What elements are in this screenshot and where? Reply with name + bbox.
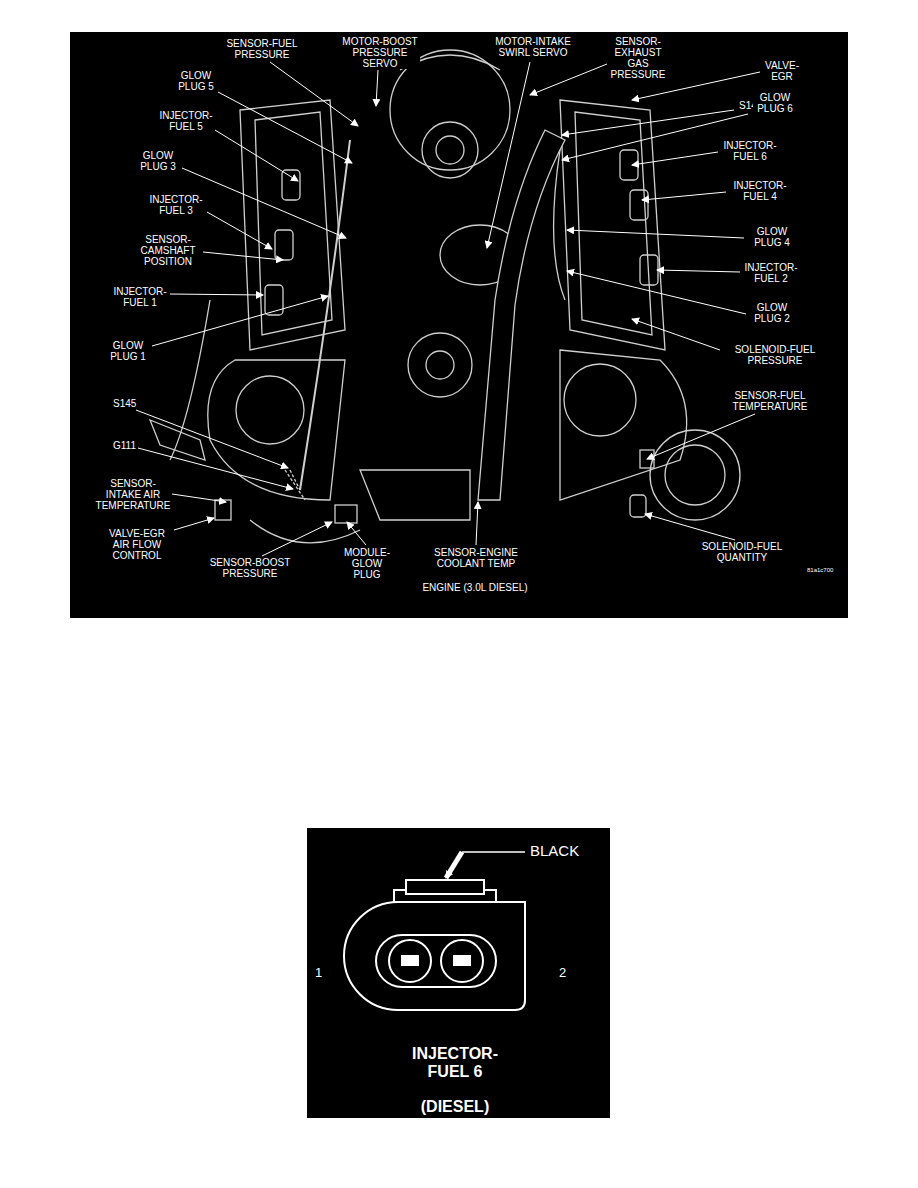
part-label: MOTOR-BOOST PRESSURE SERVO bbox=[340, 36, 420, 69]
part-label: SENSOR- CAMSHAFT POSITION bbox=[133, 234, 203, 267]
part-label: INJECTOR- FUEL 5 bbox=[157, 110, 215, 132]
part-label: INJECTOR- FUEL 3 bbox=[147, 194, 205, 216]
part-label: SENSOR-FUEL TEMPERATURE bbox=[720, 390, 820, 412]
pin-number: 1 bbox=[314, 965, 323, 980]
connector-symbol bbox=[344, 852, 525, 1010]
figure-caption: ENGINE (3.0L DIESEL) bbox=[375, 582, 575, 593]
part-label: SENSOR-ENGINE COOLANT TEMP bbox=[420, 547, 532, 569]
part-label: GLOW PLUG 4 bbox=[750, 226, 794, 248]
part-label: INJECTOR- FUEL 6 bbox=[721, 140, 779, 162]
part-label: SOLENOID-FUEL QUANTITY bbox=[692, 541, 792, 563]
part-label: INJECTOR- FUEL 2 bbox=[742, 262, 800, 284]
part-label: GLOW PLUG 5 bbox=[174, 70, 218, 92]
part-label: SENSOR- EXHAUST GAS PRESSURE bbox=[607, 36, 669, 80]
ground-label: G111 bbox=[112, 440, 137, 451]
part-label: SENSOR-BOOST PRESSURE bbox=[207, 557, 293, 579]
part-label: SENSOR-FUEL PRESSURE bbox=[222, 38, 302, 60]
part-label: GLOW PLUG 3 bbox=[136, 150, 180, 172]
part-label: VALVE- EGR bbox=[760, 60, 805, 82]
splice-label: S145 bbox=[112, 398, 137, 409]
part-label: VALVE-EGR AIR FLOW CONTROL bbox=[104, 528, 170, 561]
part-label: INJECTOR- FUEL 4 bbox=[731, 180, 789, 202]
engine-drawing bbox=[150, 50, 740, 543]
figure-code: 81a1c700 bbox=[806, 567, 834, 574]
part-label: GLOW PLUG 6 bbox=[753, 92, 797, 114]
color-label: BLACK bbox=[529, 842, 580, 859]
part-label: SENSOR- INTAKE AIR TEMPERATURE bbox=[94, 478, 172, 511]
connector-title: (DIESEL) bbox=[400, 1098, 510, 1116]
part-label: GLOW PLUG 2 bbox=[750, 302, 794, 324]
pin-number: 2 bbox=[558, 965, 567, 980]
part-label: GLOW PLUG 1 bbox=[106, 340, 150, 362]
part-label: MOTOR-INTAKE SWIRL SERVO bbox=[493, 36, 573, 58]
part-label: INJECTOR- FUEL 1 bbox=[111, 286, 169, 308]
part-label: MODULE- GLOW PLUG bbox=[336, 547, 398, 580]
connector-panel bbox=[307, 828, 610, 1118]
connector-title: INJECTOR- FUEL 6 bbox=[400, 1045, 510, 1081]
illustration-panel bbox=[70, 32, 848, 618]
leader-lines bbox=[136, 62, 760, 556]
part-label: SOLENOID-FUEL PRESSURE bbox=[725, 344, 825, 366]
